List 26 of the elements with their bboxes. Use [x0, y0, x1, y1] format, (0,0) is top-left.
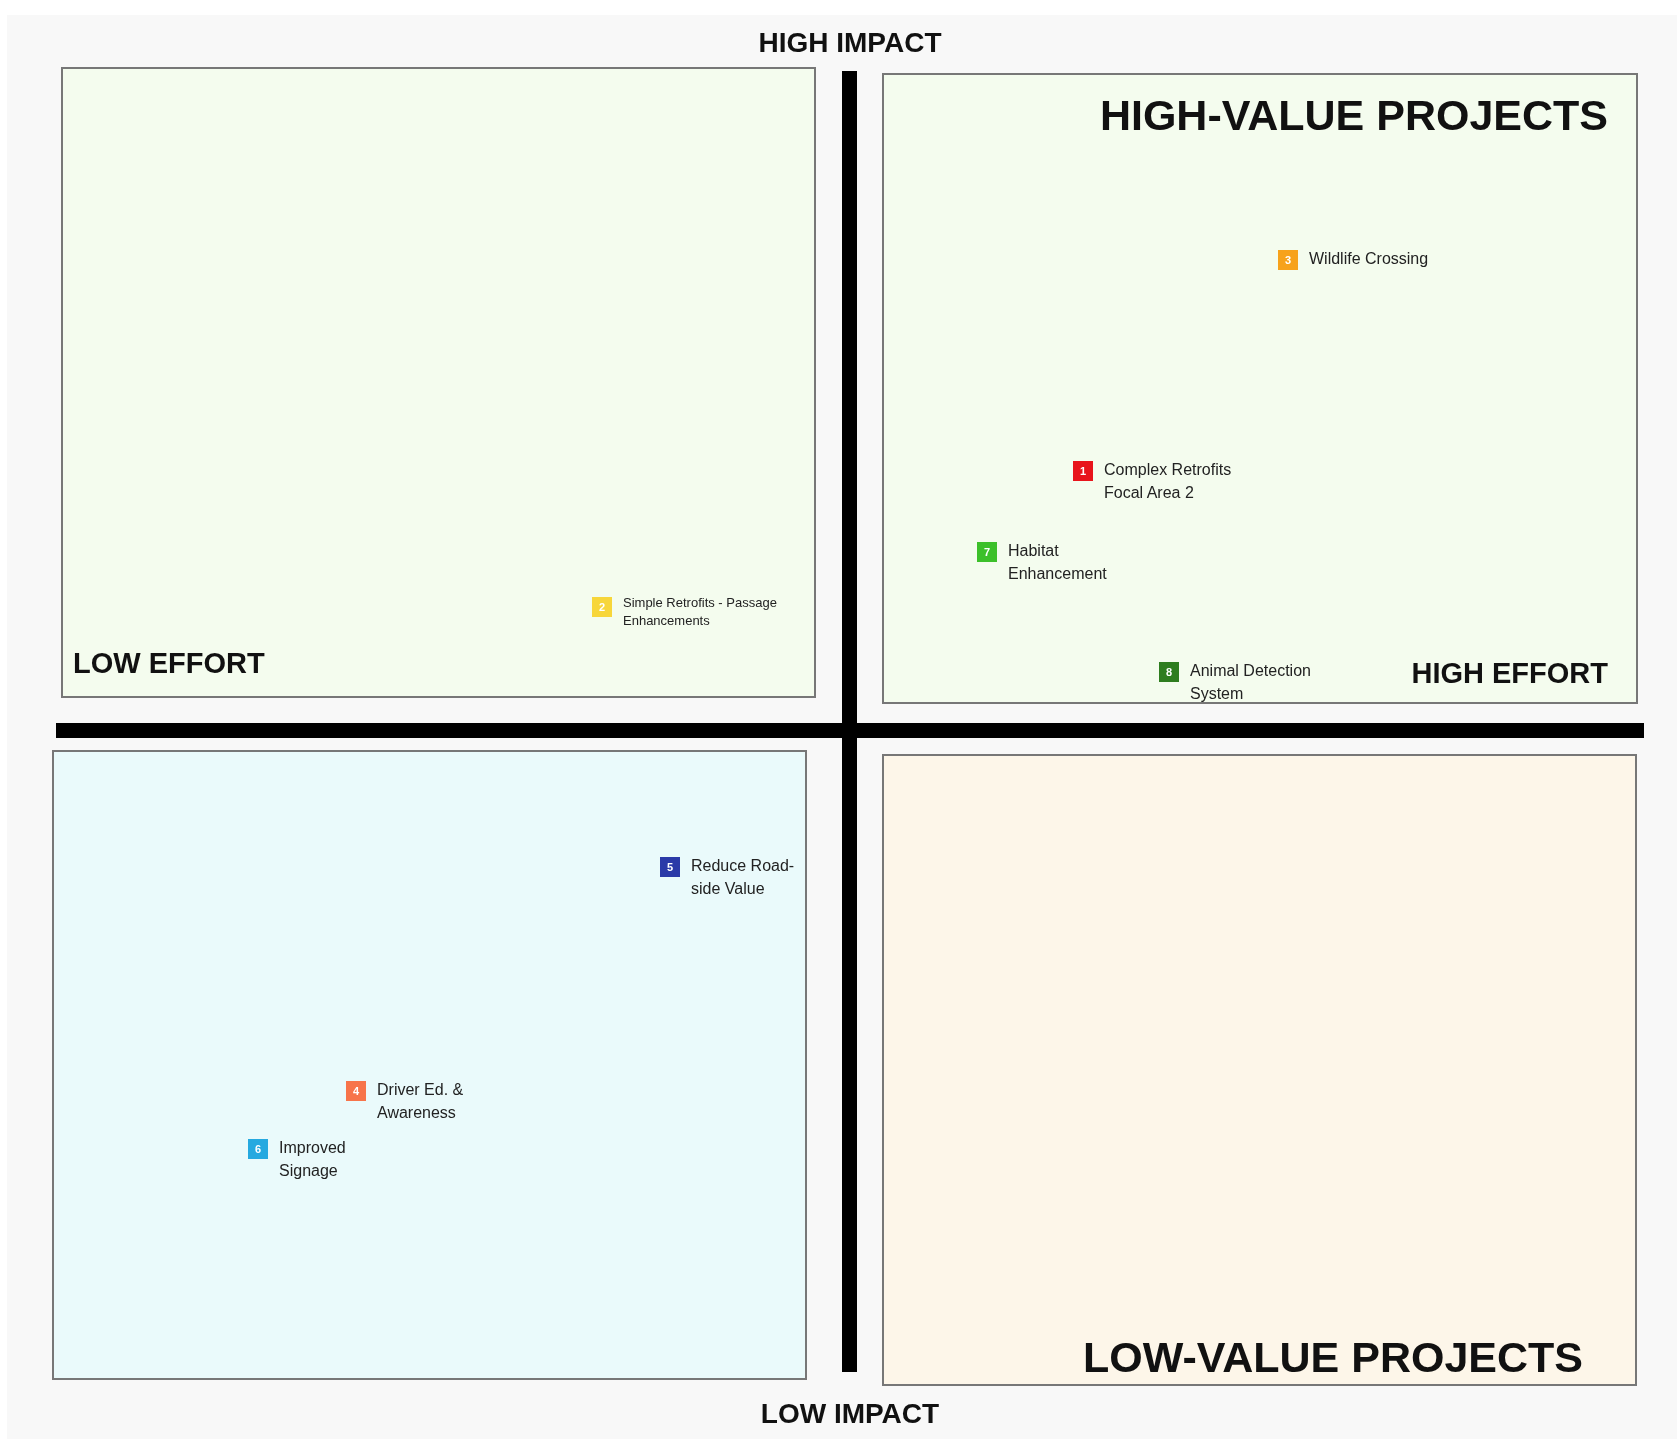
quadrant-panel [882, 754, 1637, 1386]
item-label: Simple Retrofits - Passage Enhancements [623, 594, 778, 630]
number-badge: 4 [346, 1081, 366, 1101]
number-badge: 2 [592, 597, 612, 617]
quadrant-title: HIGH-VALUE PROJECTS [1099, 91, 1608, 140]
number-badge: 7 [977, 542, 997, 562]
item-label: Driver Ed. & Awareness [377, 1080, 465, 1123]
item-label: Habitat Enhancement [1008, 541, 1108, 584]
item-label: Reduce Road-side Value [691, 856, 796, 899]
axis-end-label: LOW EFFORT [73, 647, 265, 680]
axis-end-label: HIGH EFFORT [1411, 657, 1608, 690]
number-badge: 6 [248, 1139, 268, 1159]
item-label: Wildlife Crossing [1309, 249, 1430, 269]
number-badge: 1 [1073, 461, 1093, 481]
quadrant-panel [882, 73, 1638, 704]
number-badge: 5 [660, 857, 680, 877]
quadrant-panel [61, 67, 816, 698]
axis-label: HIGH IMPACT [758, 27, 942, 59]
quadrant-title: LOW-VALUE PROJECTS [1082, 1333, 1583, 1382]
axis-label: LOW IMPACT [760, 1398, 940, 1430]
quadrant-panel [52, 750, 807, 1380]
number-badge: 8 [1159, 662, 1179, 682]
item-label: Animal Detection System [1190, 661, 1312, 704]
item-label: Complex Retrofits Focal Area 2 [1104, 460, 1233, 503]
number-badge: 3 [1278, 250, 1298, 270]
item-label: Improved Signage [279, 1138, 347, 1181]
